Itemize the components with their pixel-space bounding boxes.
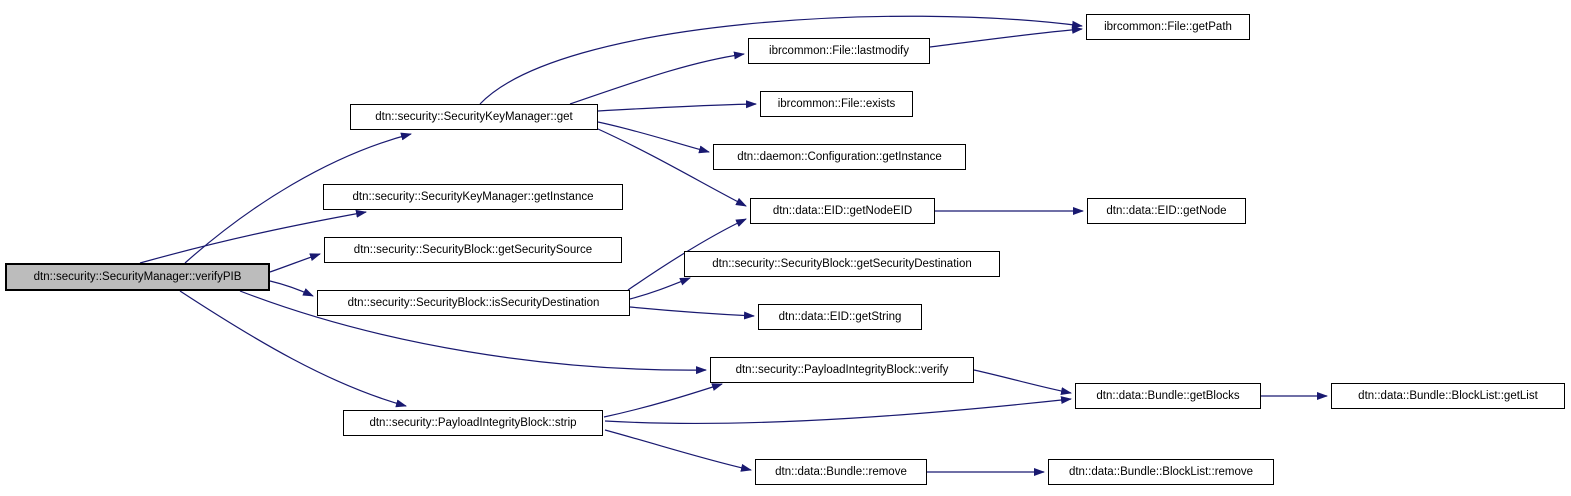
call-edge-pib_strip-to-getBlocks — [604, 396, 1072, 425]
call-edge-pib_strip-to-pib_verify — [603, 383, 723, 418]
graph-node-getPath[interactable]: ibrcommon::File::getPath — [1086, 14, 1250, 40]
graph-node-isSecurityDestination[interactable]: dtn::security::SecurityBlock::isSecurity… — [317, 290, 630, 316]
graph-node-exists[interactable]: ibrcommon::File::exists — [760, 91, 913, 117]
call-edge-pib_strip-to-bundle_remove — [604, 429, 752, 472]
call-edge-skm_get-to-getPath — [479, 15, 1083, 105]
graph-node-conf_getInstance[interactable]: dtn::daemon::Configuration::getInstance — [713, 144, 966, 170]
call-edge-skm_get-to-getNodeEID — [597, 128, 747, 207]
graph-node-getList[interactable]: dtn::data::Bundle::BlockList::getList — [1331, 383, 1565, 409]
call-edge-verifyPIB-to-getSecuritySource — [269, 253, 321, 273]
graph-node-getString[interactable]: dtn::data::EID::getString — [758, 304, 922, 330]
graph-node-blocklist_remove[interactable]: dtn::data::Bundle::BlockList::remove — [1048, 459, 1274, 485]
call-edge-verifyPIB-to-pib_verify — [239, 290, 707, 375]
call-edge-skm_get-to-lastmodify — [569, 51, 745, 105]
call-edge-skm_get-to-exists — [597, 100, 757, 112]
call-edge-pib_verify-to-getBlocks — [973, 369, 1072, 396]
graph-node-lastmodify[interactable]: ibrcommon::File::lastmodify — [748, 38, 930, 64]
graph-node-getSecuritySource[interactable]: dtn::security::SecurityBlock::getSecurit… — [324, 237, 622, 263]
graph-node-verifyPIB: dtn::security::SecurityManager::verifyPI… — [5, 263, 270, 291]
graph-node-bundle_remove[interactable]: dtn::data::Bundle::remove — [755, 459, 927, 485]
call-edge-verifyPIB-to-isSecurityDestination — [269, 280, 314, 297]
call-edge-isSecurityDestination-to-getSecurityDestination — [629, 277, 691, 300]
graph-node-pib_verify[interactable]: dtn::security::PayloadIntegrityBlock::ve… — [710, 357, 974, 383]
call-edge-verifyPIB-to-pib_strip — [179, 290, 407, 408]
graph-node-getBlocks[interactable]: dtn::data::Bundle::getBlocks — [1075, 383, 1261, 409]
graph-node-getSecurityDestination[interactable]: dtn::security::SecurityBlock::getSecurit… — [684, 251, 1000, 277]
call-edge-verifyPIB-to-skm_get — [184, 132, 412, 264]
graph-node-skm_get[interactable]: dtn::security::SecurityKeyManager::get — [350, 104, 598, 130]
call-edge-skm_get-to-conf_getInstance — [597, 121, 710, 154]
graph-node-getNode[interactable]: dtn::data::EID::getNode — [1087, 198, 1246, 224]
graph-node-pib_strip[interactable]: dtn::security::PayloadIntegrityBlock::st… — [343, 410, 603, 436]
graph-node-getNodeEID[interactable]: dtn::data::EID::getNodeEID — [750, 198, 935, 224]
call-edge-lastmodify-to-getPath — [929, 25, 1083, 48]
graph-node-skm_getInstance[interactable]: dtn::security::SecurityKeyManager::getIn… — [323, 184, 623, 210]
call-edge-isSecurityDestination-to-getString — [629, 306, 755, 320]
call-edge-verifyPIB-to-skm_getInstance — [139, 209, 367, 264]
